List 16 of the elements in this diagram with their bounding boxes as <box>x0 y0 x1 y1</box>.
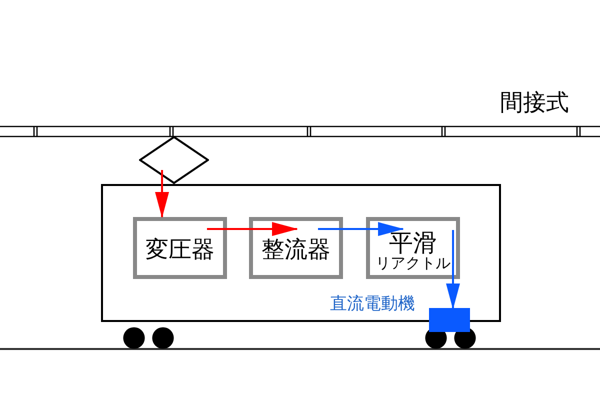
component-label: 平滑 <box>389 230 437 256</box>
title-text: 間接式 <box>500 91 569 116</box>
motor-label: 直流電動機 <box>330 295 415 314</box>
component-box <box>249 217 343 279</box>
arrow <box>206 222 298 236</box>
arrow <box>318 222 404 236</box>
component-label: 整流器 <box>262 238 330 262</box>
arrow <box>155 170 170 218</box>
component-label: 変圧器 <box>146 238 214 262</box>
component-label: リアクトル <box>376 256 450 272</box>
pantograph-diamond <box>139 136 209 184</box>
component-box <box>366 217 460 279</box>
arrow <box>446 230 460 310</box>
motor-box <box>429 308 470 332</box>
car-body-box <box>101 184 501 322</box>
component-box <box>133 217 227 279</box>
